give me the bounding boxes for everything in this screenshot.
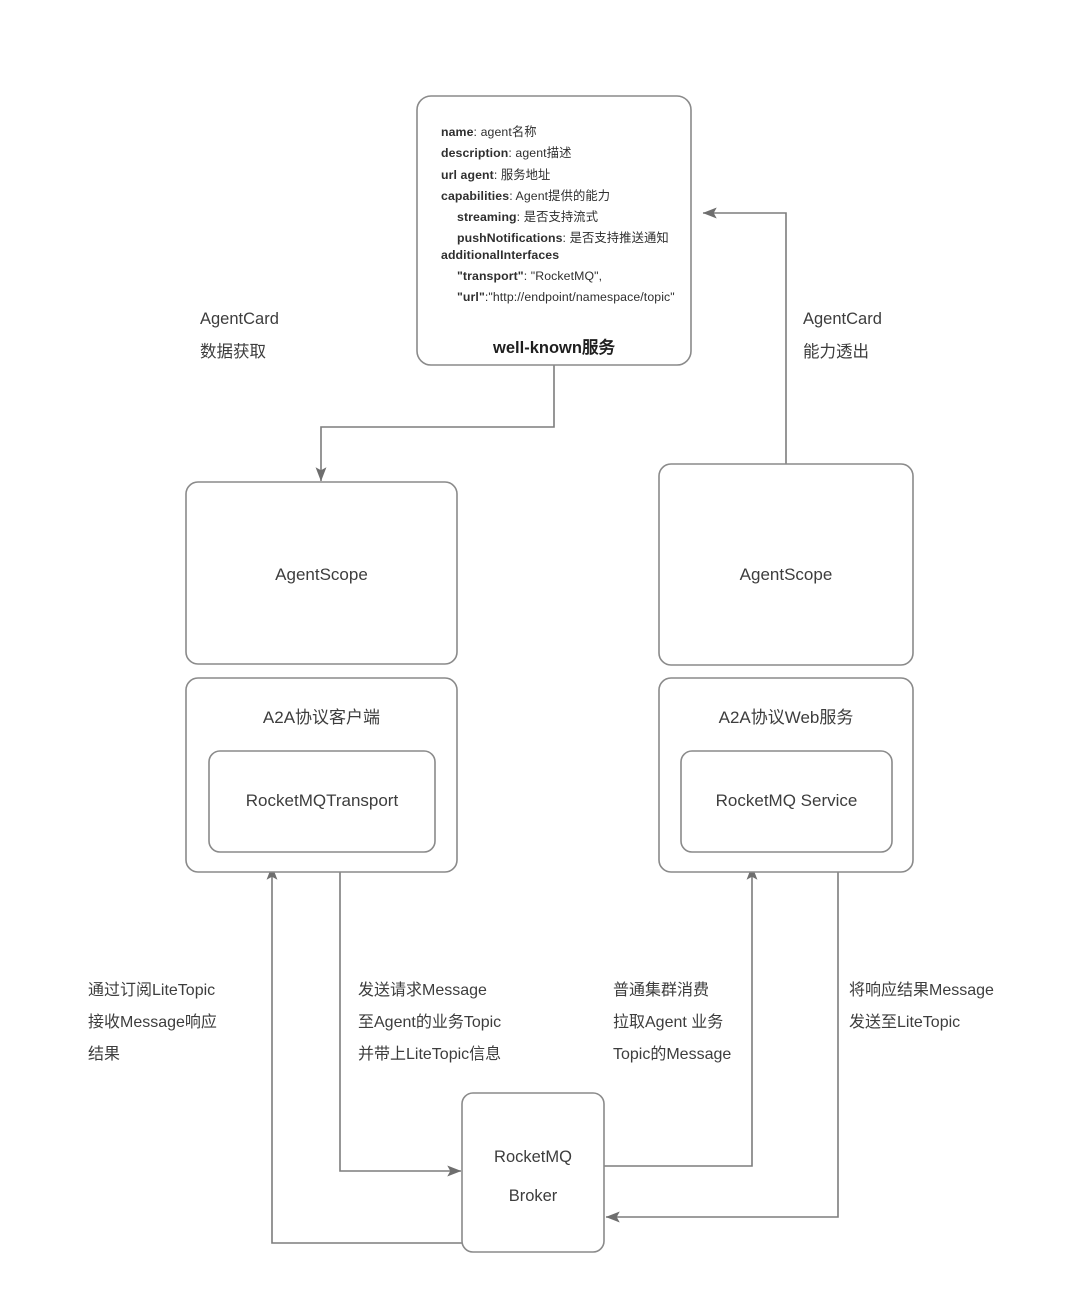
agentscope-left-box[interactable] bbox=[185, 481, 458, 665]
broker-label-line1: RocketMQ bbox=[494, 1148, 572, 1166]
agentscope-right-label: AgentScope bbox=[739, 565, 833, 584]
rocketmq-broker-label: RocketMQ Broker bbox=[462, 1138, 604, 1216]
card-line-description: description: agent描述 bbox=[441, 146, 572, 160]
well-known-service-card[interactable] bbox=[416, 95, 692, 366]
label-cluster-consume-line1: 普通集群消费 bbox=[613, 982, 710, 999]
rocketmq-service-label: RocketMQ Service bbox=[715, 791, 858, 810]
label-send-response-line2: 发送至LiteTopic bbox=[849, 1014, 961, 1031]
edge-cluster-consume bbox=[604, 865, 758, 1167]
label-send-request-line3: 并带上LiteTopic信息 bbox=[358, 1046, 502, 1063]
agentscope-right-box[interactable] bbox=[658, 463, 914, 666]
label-agentcard-expose-line2: 能力透出 bbox=[803, 343, 869, 361]
label-agentcard-expose: AgentCard 能力透出 bbox=[803, 303, 882, 369]
edge-send-response bbox=[605, 866, 839, 1223]
label-agentcard-fetch-line2: 数据获取 bbox=[200, 343, 266, 361]
label-send-response: 将响应结果Message 发送至LiteTopic bbox=[849, 975, 994, 1039]
label-agentcard-expose-line1: AgentCard bbox=[803, 310, 882, 328]
label-send-response-line1: 将响应结果Message bbox=[849, 982, 994, 999]
edge-subscribe-response bbox=[266, 865, 463, 1244]
edge-send-request bbox=[339, 866, 462, 1177]
label-subscribe-response-line1: 通过订阅LiteTopic bbox=[88, 982, 216, 999]
card-line-transport: "transport": "RocketMQ", bbox=[457, 269, 603, 283]
agentscope-left-label: AgentScope bbox=[275, 565, 368, 584]
label-send-request: 发送请求Message 至Agent的业务Topic 并带上LiteTopic信… bbox=[358, 975, 501, 1071]
label-cluster-consume-line3: Topic的Message bbox=[613, 1046, 732, 1063]
card-line-url: "url":"http://endpoint/namespace/topic" bbox=[457, 290, 675, 304]
card-line-streaming: streaming: 是否支持流式 bbox=[457, 210, 599, 224]
edge-agentcard-fetch bbox=[315, 365, 555, 482]
rocketmq-transport-label: RocketMQTransport bbox=[245, 791, 399, 810]
card-line-url-agent: url agent: 服务地址 bbox=[441, 168, 551, 182]
rocketmq-transport-box[interactable] bbox=[208, 750, 436, 853]
label-agentcard-fetch: AgentCard 数据获取 bbox=[200, 303, 279, 369]
label-subscribe-response: 通过订阅LiteTopic 接收Message响应 结果 bbox=[88, 975, 217, 1071]
card-line-capabilities: capabilities: Agent提供的能力 bbox=[441, 189, 611, 203]
label-send-request-line1: 发送请求Message bbox=[358, 982, 487, 999]
label-cluster-consume: 普通集群消费 拉取Agent 业务 Topic的Message bbox=[613, 975, 731, 1071]
a2a-web-label: A2A协议Web服务 bbox=[718, 708, 854, 727]
card-line-pushnotifications: pushNotifications: 是否支持推送通知 bbox=[457, 231, 669, 245]
rocketmq-broker-box[interactable] bbox=[461, 1092, 605, 1253]
label-send-request-line2: 至Agent的业务Topic bbox=[358, 1014, 502, 1031]
well-known-service-title: well-known服务 bbox=[493, 339, 615, 357]
a2a-client-label: A2A协议客户端 bbox=[262, 708, 381, 727]
card-line-additionalinterfaces: additionalInterfaces bbox=[441, 248, 560, 262]
label-agentcard-fetch-line1: AgentCard bbox=[200, 310, 279, 328]
edge-agentcard-expose bbox=[702, 207, 787, 466]
rocketmq-service-box[interactable] bbox=[680, 750, 893, 853]
broker-label-line2: Broker bbox=[508, 1187, 558, 1205]
card-line-name: name: agent名称 bbox=[441, 125, 537, 139]
label-subscribe-response-line2: 接收Message响应 bbox=[88, 1014, 217, 1031]
label-cluster-consume-line2: 拉取Agent 业务 bbox=[613, 1014, 724, 1031]
label-subscribe-response-line3: 结果 bbox=[88, 1046, 121, 1063]
